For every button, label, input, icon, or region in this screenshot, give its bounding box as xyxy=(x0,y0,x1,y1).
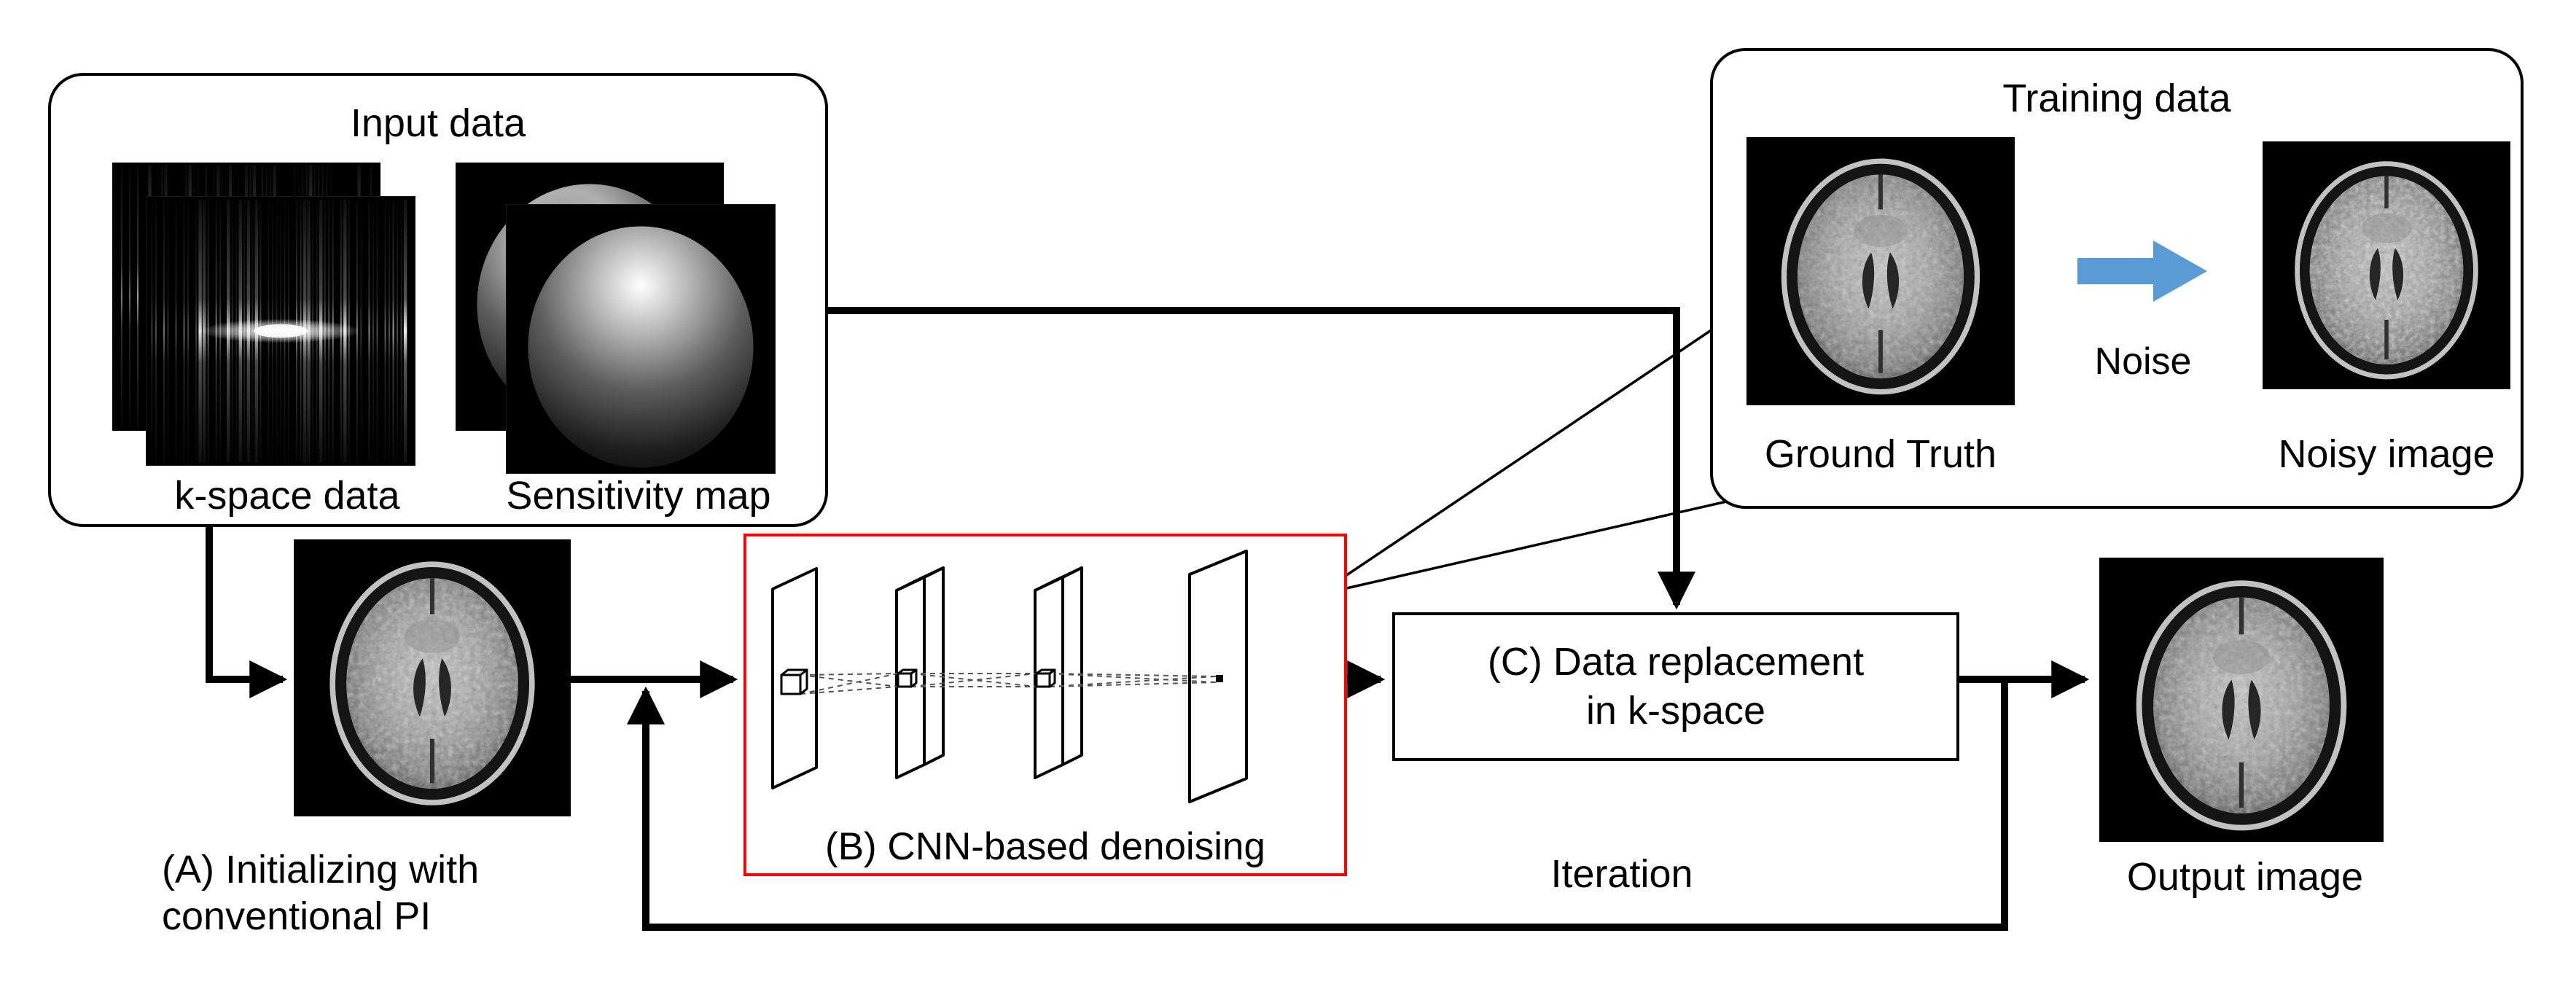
cnn-feature-cube-2 xyxy=(897,672,913,688)
arrow-kspace-to-initial xyxy=(206,519,288,698)
initial-image xyxy=(294,539,571,816)
ground-truth-label: Ground Truth xyxy=(1764,432,1997,476)
training-data-panel: Training data Noise Ground Truth Noisy i… xyxy=(1710,48,2524,509)
cnn-denoising-box: (B) CNN-based denoising xyxy=(743,534,1347,876)
kspace-image-front xyxy=(146,196,415,466)
training-data-title: Training data xyxy=(2002,77,2231,120)
ground-truth-image xyxy=(1746,137,2015,405)
stage-a-label-line1: (A) Initializing with xyxy=(162,848,480,891)
output-image xyxy=(2099,558,2384,842)
kspace-label: k-space data xyxy=(174,474,400,518)
sensitivity-map-front xyxy=(506,204,776,474)
stage-a-label: (A) Initializing with conventional PI xyxy=(162,847,479,940)
noise-label: Noise xyxy=(2094,340,2192,383)
cnn-feature-cube-3 xyxy=(1035,672,1051,688)
input-data-title: Input data xyxy=(350,101,526,145)
stage-a-label-line2: conventional PI xyxy=(162,894,432,938)
sensitivity-map-label: Sensitivity map xyxy=(506,474,771,518)
stage-c-label-line1: (C) Data replacement xyxy=(1487,640,1865,684)
noise-arrow-icon xyxy=(2077,236,2209,306)
cnn-layers-diagram xyxy=(771,550,1248,803)
arrow-iteration-loop xyxy=(627,679,2008,931)
callout-training-to-cnn-lower xyxy=(1343,496,1746,590)
arrow-input-to-replacement xyxy=(822,307,1695,610)
callout-training-to-cnn-upper xyxy=(1343,328,1713,579)
cnn-output-pixel xyxy=(1216,675,1223,682)
input-data-panel: Input data k-space data Sensitivity map xyxy=(48,73,828,527)
noisy-image-label: Noisy image xyxy=(2278,432,2495,476)
stage-b-label: (B) CNN-based denoising xyxy=(825,825,1265,868)
cnn-feature-cube-1 xyxy=(780,674,802,695)
stage-c-label-line2: in k-space xyxy=(1585,689,1766,733)
output-image-label: Output image xyxy=(2126,855,2364,899)
iteration-label: Iteration xyxy=(1550,852,1693,896)
data-replacement-box: (C) Data replacement in k-space xyxy=(1392,612,1959,761)
cnn-layer-3-side xyxy=(1061,566,1083,766)
noisy-image xyxy=(2263,141,2510,389)
cnn-layer-2-side xyxy=(923,566,945,766)
